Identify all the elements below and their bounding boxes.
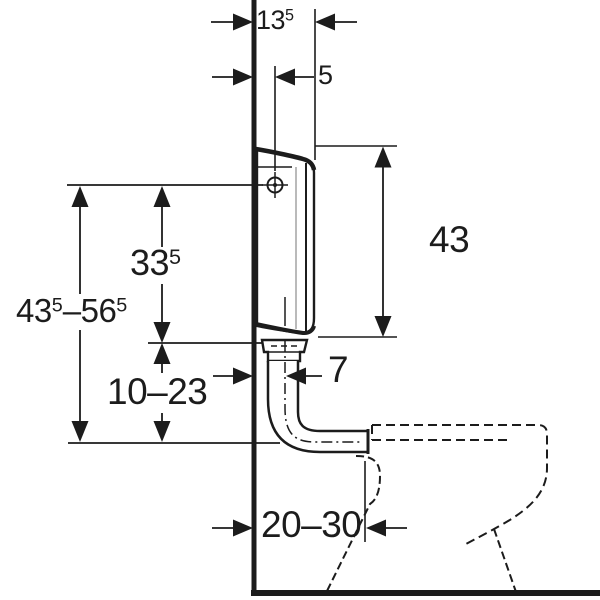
dim-label-wall-to-mounting-hole: 5: [318, 60, 333, 90]
dim-label-hole-to-outlet: 335: [130, 242, 182, 283]
toilet-inlet-dashed: [326, 455, 382, 592]
dim-hole-to-pipe-axis-range: [71, 186, 89, 442]
cistern-lid-edge: [252, 146, 317, 171]
dim-label-hole-to-pipe-axis-range: 435–565: [16, 292, 128, 329]
dim-label-wall-to-flush-pipe-axis: 7: [328, 349, 349, 390]
dim-wall-to-cistern-front: [211, 13, 357, 31]
dim-label-wall-to-cistern-front: 135: [256, 5, 295, 35]
mounting-hole-crosshair: [262, 172, 288, 198]
cistern-outline: [252, 146, 317, 336]
toilet-outline-dashed: [326, 424, 548, 593]
dim-label-wall-to-bowl-connection-range: 20–30: [261, 504, 362, 545]
dim-outlet-to-pipe-axis-range: [153, 343, 171, 442]
dim-label-cistern-height: 43: [429, 219, 470, 260]
dim-wall-to-flush-pipe-axis: [213, 367, 322, 385]
flush-pipe-centerline: [284, 341, 361, 443]
dim-wall-to-mounting-hole: [212, 68, 314, 86]
dim-hole-to-outlet: [153, 186, 171, 343]
toilet-foot-dashed: [493, 528, 517, 593]
dim-cistern-height: [374, 146, 392, 337]
cistern-bottom-edge: [255, 322, 316, 336]
extension-lines: [67, 9, 397, 542]
dim-wall-to-bowl-connection-range: [212, 519, 407, 537]
dim-label-outlet-to-pipe-axis-range: 10–23: [107, 371, 208, 412]
flush-pipe: [266, 341, 370, 454]
